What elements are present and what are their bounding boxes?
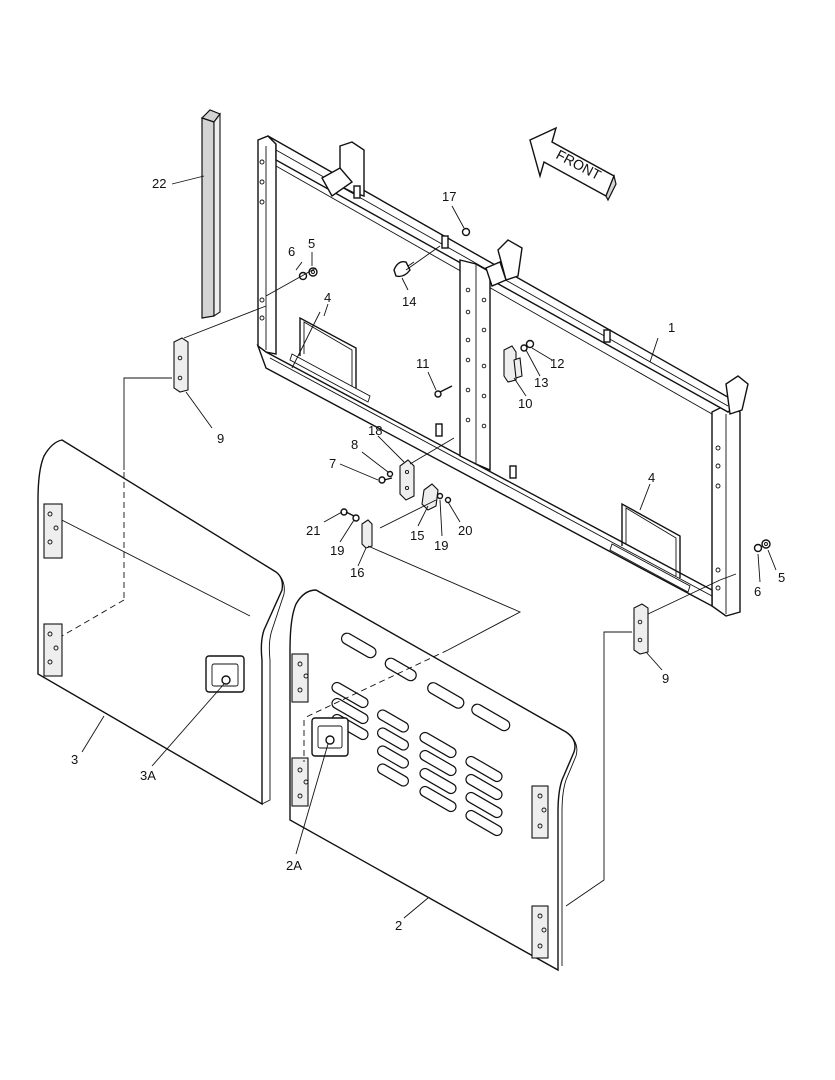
callout-labels: 22 1 6 5 4 17 14 9 10 11 12 13 18 8 7 15… [71,176,785,933]
callout-22: 22 [152,176,166,191]
bracket-part-9-left [173,337,189,393]
callout-4b: 4 [648,470,655,485]
callout-16: 16 [350,565,364,580]
callout-9: 9 [217,431,224,446]
hardware [298,227,771,553]
left-door-part-3 [37,439,285,806]
callout-7: 7 [329,456,336,471]
latch-part-2A [311,717,349,757]
assembly-lines [61,245,737,907]
callout-15: 15 [410,528,424,543]
callout-6b: 6 [754,584,761,599]
callout-21: 21 [306,523,320,538]
bracket-part-9-right [633,603,649,655]
callout-19: 19 [434,538,448,553]
callout-3: 3 [71,752,78,767]
seal-strip-part-22 [200,109,221,319]
front-direction-arrow: FRONT [529,126,617,202]
callout-11: 11 [416,356,430,371]
callout-1: 1 [668,320,675,335]
callout-leaders [81,175,777,919]
callout-12: 12 [550,356,564,371]
callout-13: 13 [534,375,548,390]
latch-part-3A [205,655,245,693]
hinge-bolts-left-door [47,511,59,665]
callout-5: 5 [308,236,315,251]
callout-18: 18 [368,423,382,438]
callout-17: 17 [442,189,456,204]
callout-5b: 5 [778,570,785,585]
callout-8: 8 [351,437,358,452]
callout-2: 2 [395,918,402,933]
hinge-bolts-right-door [297,661,547,949]
upright-holes [259,159,721,591]
callout-14: 14 [402,294,416,309]
callout-20: 20 [458,523,472,538]
main-frame-part-1 [256,135,749,617]
callout-3A: 3A [140,768,156,783]
right-door-part-2 [289,589,578,972]
callout-19b: 19 [330,543,344,558]
callout-2A: 2A [286,858,302,873]
door-louvers [331,632,511,837]
callout-4: 4 [324,290,331,305]
handle-part-4-left [289,316,371,403]
callout-6: 6 [288,244,295,259]
callout-9b: 9 [662,671,669,686]
handle-part-4-right [609,502,691,593]
callout-10: 10 [518,396,532,411]
